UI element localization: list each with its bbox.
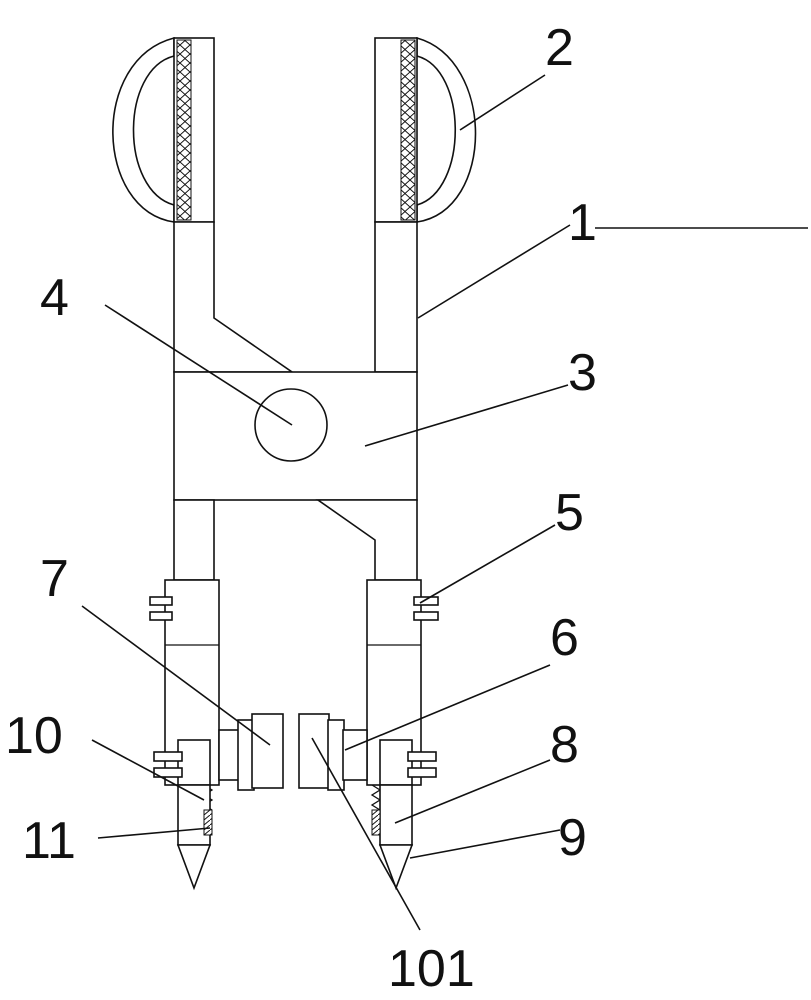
center-block bbox=[173, 371, 418, 501]
left-handle-arm bbox=[173, 221, 295, 373]
right-clamp-pad bbox=[298, 713, 368, 791]
reference-labels: 1 2 3 4 5 6 7 8 9 10 11 101 bbox=[5, 19, 597, 998]
label-101: 101 bbox=[388, 940, 475, 998]
left-lower-jaw bbox=[149, 499, 220, 786]
left-clamp-pad bbox=[218, 713, 284, 791]
right-lower-jaw bbox=[315, 499, 439, 786]
label-4: 4 bbox=[40, 269, 69, 327]
label-6: 6 bbox=[550, 609, 579, 667]
label-11: 11 bbox=[22, 812, 76, 870]
label-3: 3 bbox=[568, 344, 597, 402]
right-probe bbox=[371, 784, 414, 891]
right-spring bbox=[370, 784, 382, 811]
label-10: 10 bbox=[5, 707, 63, 765]
left-probe bbox=[176, 784, 213, 891]
label-9: 9 bbox=[558, 809, 587, 867]
label-2: 2 bbox=[545, 19, 574, 77]
label-1: 1 bbox=[568, 194, 597, 252]
right-grip bbox=[374, 36, 477, 223]
left-grip bbox=[112, 36, 215, 223]
label-7: 7 bbox=[40, 550, 69, 608]
leader-lines bbox=[81, 74, 808, 931]
right-handle-arm bbox=[374, 221, 418, 373]
label-5: 5 bbox=[555, 484, 584, 542]
label-8: 8 bbox=[550, 716, 579, 774]
